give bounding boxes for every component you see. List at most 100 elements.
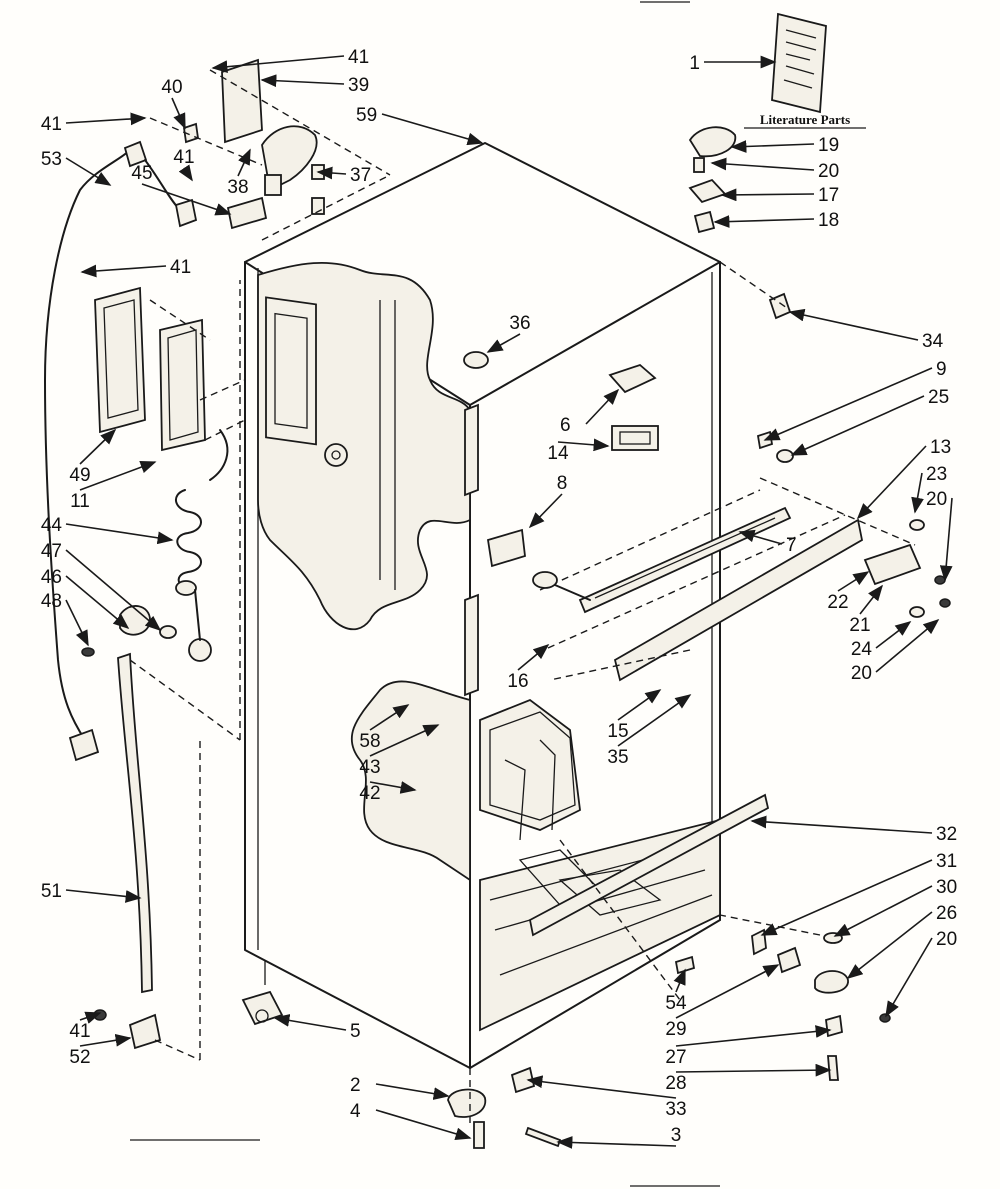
callout-20: 20 xyxy=(851,618,940,684)
callout-number: 59 xyxy=(356,105,377,126)
callout-number: 34 xyxy=(922,331,944,352)
callout-41: 41 xyxy=(211,47,369,74)
callout-59: 59 xyxy=(356,105,484,146)
callout-leader xyxy=(79,428,117,465)
callout-23: 23 xyxy=(911,464,947,514)
callout-leader xyxy=(528,493,563,529)
literature-booklet: Literature Parts xyxy=(744,12,866,129)
control-components xyxy=(44,58,325,1050)
hinge-cap-19 xyxy=(688,126,737,158)
callout-leader xyxy=(790,395,925,456)
callout-leader xyxy=(211,55,345,74)
callout-number: 45 xyxy=(131,163,152,184)
part-29 xyxy=(776,946,802,974)
callout-number: 58 xyxy=(359,731,380,752)
callout-14: 14 xyxy=(547,438,610,464)
callout-49: 49 xyxy=(69,428,117,486)
callout-leader xyxy=(375,1083,450,1100)
callout-leader xyxy=(369,704,410,731)
callout-leader xyxy=(273,1014,347,1031)
callout-leader xyxy=(79,461,157,491)
callout-42: 42 xyxy=(359,781,417,804)
callout-leader xyxy=(856,445,927,520)
callout-number: 2 xyxy=(350,1075,361,1096)
bracket-8 xyxy=(486,528,526,568)
callout-11: 11 xyxy=(70,461,157,512)
callout-number: 16 xyxy=(507,671,528,692)
callout-21: 21 xyxy=(849,584,883,636)
callout-52: 52 xyxy=(69,1033,132,1068)
callout-number: 41 xyxy=(41,114,62,135)
callout-number: 21 xyxy=(849,615,870,636)
shelf-rail-assembly xyxy=(532,489,864,682)
callout-leader xyxy=(65,889,142,903)
callout-number: 22 xyxy=(827,592,848,613)
callout-number: 15 xyxy=(607,721,628,742)
callout-number: 20 xyxy=(851,663,872,684)
callout-leader xyxy=(517,643,550,671)
callout-31: 31 xyxy=(760,851,957,936)
callout-leader xyxy=(557,438,610,452)
callout-leader xyxy=(260,74,345,88)
callout-number: 31 xyxy=(936,851,957,872)
callout-number: 35 xyxy=(607,747,628,768)
callout-number: 38 xyxy=(227,177,248,198)
callout-19: 19 xyxy=(730,135,839,156)
callout-leader xyxy=(713,215,815,228)
callout-number: 1 xyxy=(689,53,700,74)
callout-leader xyxy=(875,618,940,673)
callout-leader xyxy=(738,529,783,545)
callout-number: 54 xyxy=(665,993,687,1014)
callout-number: 6 xyxy=(560,415,571,436)
callout-number: 17 xyxy=(818,185,839,206)
callout-number: 5 xyxy=(350,1021,361,1042)
callout-leader xyxy=(885,937,933,1018)
callout-leader xyxy=(65,523,174,545)
callout-20: 20 xyxy=(885,929,957,1018)
callout-38: 38 xyxy=(227,148,251,198)
callout-5: 5 xyxy=(273,1014,361,1042)
roller-5 xyxy=(241,990,284,1026)
callout-leader xyxy=(375,1109,472,1141)
callout-leader xyxy=(80,264,167,278)
callout-number: 41 xyxy=(69,1021,90,1042)
callout-leader xyxy=(720,188,815,202)
callout-45: 45 xyxy=(131,163,232,216)
callout-47: 47 xyxy=(41,541,162,632)
callout-number: 20 xyxy=(818,161,839,182)
callout-8: 8 xyxy=(528,473,567,529)
callout-54: 54 xyxy=(665,968,687,1014)
callout-43: 43 xyxy=(359,724,440,778)
callout-20: 20 xyxy=(710,157,839,182)
callout-leader xyxy=(760,859,933,936)
top-hinge-assembly xyxy=(688,126,794,463)
callout-36: 36 xyxy=(486,313,531,353)
callout-17: 17 xyxy=(720,185,839,206)
callout-number: 30 xyxy=(936,877,957,898)
callout-number: 24 xyxy=(851,639,873,660)
callout-number: 32 xyxy=(936,824,957,845)
callout-leader xyxy=(859,584,883,615)
callout-leader xyxy=(65,157,112,186)
callout-20: 20 xyxy=(926,489,953,582)
callout-41: 41 xyxy=(173,147,195,182)
callout-51: 51 xyxy=(41,881,142,903)
callout-leader xyxy=(369,724,440,757)
callout-number: 48 xyxy=(41,591,62,612)
callout-number: 41 xyxy=(173,147,194,168)
callout-number: 11 xyxy=(70,491,90,512)
callout-27: 27 xyxy=(665,1025,832,1068)
callout-leader xyxy=(837,571,870,592)
callout-number: 47 xyxy=(41,541,62,562)
callout-leader xyxy=(875,621,912,649)
callout-26: 26 xyxy=(846,903,957,979)
callout-4: 4 xyxy=(350,1101,472,1141)
callout-leader xyxy=(65,575,130,630)
callout-leader xyxy=(750,815,933,834)
callout-44: 44 xyxy=(41,515,174,545)
callout-number: 51 xyxy=(41,881,62,902)
screw-3 xyxy=(524,1126,562,1148)
callout-number: 27 xyxy=(665,1047,686,1068)
callout-leader xyxy=(556,1136,677,1149)
